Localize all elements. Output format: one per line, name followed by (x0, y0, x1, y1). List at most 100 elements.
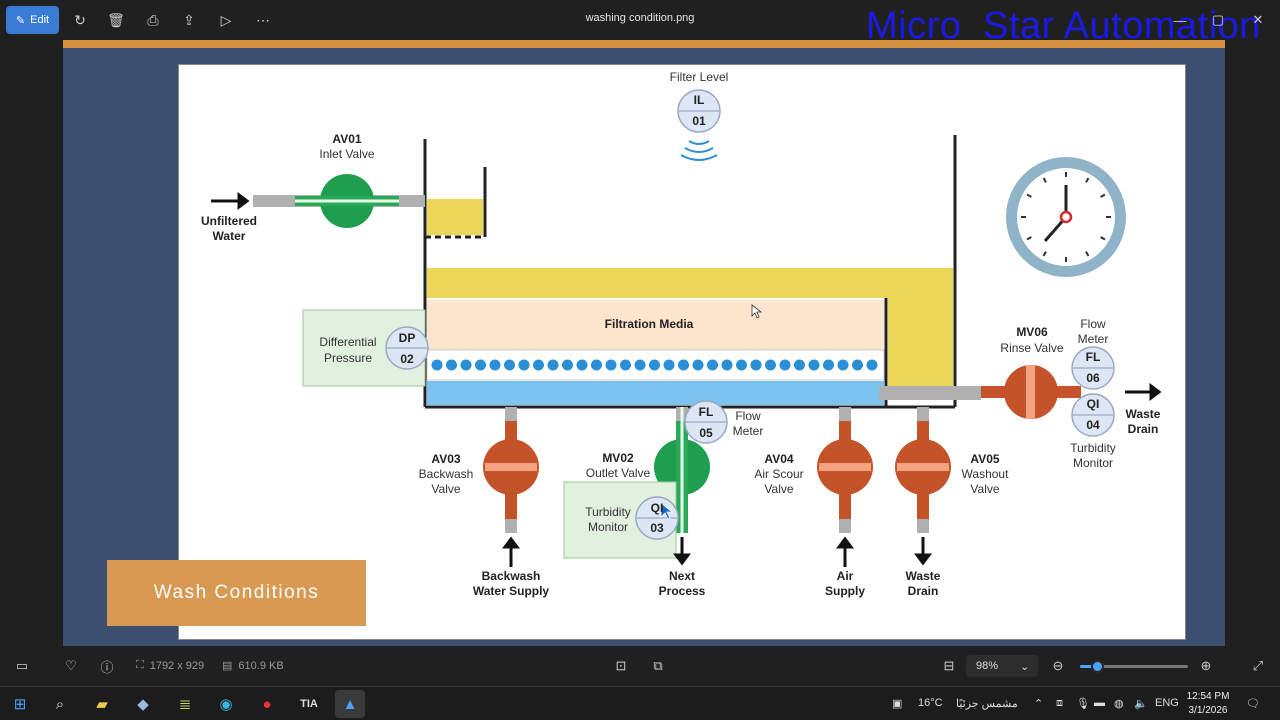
rotate-icon[interactable]: ↻ (74, 11, 86, 28)
fullscreen-icon[interactable]: ⤢ (1252, 658, 1264, 673)
actual-size-icon[interactable]: ⧉ (653, 658, 663, 673)
tray-overflow-icon[interactable]: ⌃ (1034, 698, 1044, 710)
qi04-caption-line2: Monitor (1072, 456, 1113, 470)
more-options-icon[interactable]: ⋯ (256, 11, 270, 28)
nozzle-dot (707, 359, 718, 371)
nozzle-dots (431, 359, 878, 371)
av05-name-line2: Valve (970, 482, 1000, 496)
crop-view-icon[interactable]: ⊟ (943, 658, 955, 673)
filesize-icon: ▤ (222, 660, 233, 672)
nozzle-dot (779, 359, 791, 371)
fl05-caption-line2: Meter (732, 424, 764, 438)
filtration-media-label: Filtration Media (604, 317, 694, 331)
edit-button[interactable]: ✎ Edit (6, 6, 59, 34)
process-diagram: IL 01 Filter Level DP 02 Differential Pr… (178, 64, 1186, 640)
nozzle-dot (634, 359, 646, 371)
network-icon[interactable]: ◍ (1114, 698, 1124, 710)
clock-time: 12:54 PM (1186, 691, 1230, 702)
microphone-icon[interactable]: 🎙 (1076, 698, 1090, 710)
av03-name-line1: Backwash (418, 467, 474, 481)
zoom-select[interactable]: 98% ⌄ (966, 655, 1038, 677)
av01-id: AV01 (332, 132, 362, 146)
nozzle-dot (736, 359, 747, 371)
system-clock[interactable]: 12:54 PM 3/1/2026 (1180, 690, 1236, 718)
stacked-app-icon[interactable]: ≣ (178, 696, 192, 713)
filmstrip-icon[interactable]: ▭ (15, 658, 29, 673)
mv06-name: Rinse Valve (1000, 341, 1064, 355)
waste-drain-arrow (1125, 383, 1162, 401)
mouse-cursor-icon (660, 502, 674, 520)
clock-tick (1026, 236, 1032, 241)
dimensions-value: 1792 x 929 (149, 659, 205, 672)
dp-caption-line1: Differential (319, 335, 377, 349)
nozzle-dot (576, 359, 588, 371)
av04-id: AV04 (764, 452, 794, 466)
nozzle-dot (562, 359, 573, 371)
clock-tick (1042, 177, 1047, 183)
nozzle-dot (663, 359, 675, 371)
favorite-icon[interactable]: ♡ (65, 658, 77, 673)
volume-icon[interactable]: 🔈 (1134, 698, 1148, 710)
next-process-arrow (673, 537, 691, 566)
underdrain-water (427, 381, 884, 405)
zoom-slider[interactable] (1080, 660, 1188, 673)
app-icon[interactable]: ◆ (137, 696, 149, 713)
minimize-icon[interactable]: — (1173, 12, 1187, 28)
recorder-icon[interactable]: ● (262, 695, 272, 713)
clock-tick (1100, 236, 1106, 241)
qi04-caption-line1: Turbidity (1070, 441, 1116, 455)
nozzle-dot (721, 359, 733, 371)
mv02-id: MV02 (602, 451, 634, 465)
slideshow-icon[interactable]: ▷ (220, 11, 232, 28)
nozzle-dot (605, 359, 617, 371)
weather-icon[interactable]: ▣ (892, 698, 903, 710)
clock-tick (1026, 193, 1032, 198)
zoom-in-icon[interactable]: ⊕ (1200, 658, 1212, 673)
notifications-icon[interactable]: 🗨 (1246, 698, 1260, 710)
battery-icon[interactable]: ▬ (1094, 697, 1105, 709)
waste-drain-bottom-line1: Waste (905, 569, 941, 583)
av03-name-line2: Valve (431, 482, 461, 496)
zoom-out-icon[interactable]: ⊖ (1052, 658, 1064, 673)
fit-view-icon[interactable]: ⊡ (615, 658, 627, 673)
print-icon[interactable]: ⎙ (147, 11, 159, 28)
clock-tick (1085, 251, 1090, 257)
edit-label: Edit (30, 14, 50, 26)
nozzle-dot (446, 359, 457, 371)
start-icon[interactable]: ⊞ (13, 696, 27, 713)
timer-clock-icon (1006, 157, 1126, 277)
nozzle-dot (765, 359, 776, 371)
av04-name-line1: Air Scour (754, 467, 804, 481)
av05-valve (895, 439, 951, 495)
close-icon[interactable]: ✕ (1252, 12, 1264, 27)
photos-app-icon[interactable]: ▲ (335, 690, 365, 718)
language-indicator[interactable]: ENG (1155, 697, 1179, 709)
tray-app-icon[interactable]: ⧈ (1056, 697, 1063, 709)
search-icon[interactable]: ⌕ (55, 695, 65, 713)
zoom-value: 98% (976, 660, 999, 672)
media-top-layer (427, 268, 953, 298)
delete-icon[interactable]: 🗑 (107, 11, 125, 28)
dimensions-info: ⛶ 1792 x 929 (136, 659, 204, 672)
zoom-slider-thumb[interactable] (1091, 660, 1105, 673)
maximize-icon[interactable]: ▢ (1211, 12, 1225, 27)
fl06-tag-top: FL (1085, 350, 1101, 364)
nozzle-dot (475, 359, 486, 371)
nozzle-dot (547, 359, 559, 371)
fl06-tag-bottom: 06 (1086, 371, 1100, 385)
nozzle-dot (489, 359, 501, 371)
file-explorer-icon[interactable]: ▰ (96, 696, 108, 713)
inlet-trough-water (427, 199, 483, 235)
next-process-line2: Process (658, 584, 706, 598)
rinse-pipe-grey (879, 386, 981, 400)
nozzle-dot (649, 359, 660, 371)
waste-drain-bottom-line2: Drain (907, 584, 939, 598)
share-icon[interactable]: ⇪ (183, 11, 195, 28)
chevron-down-icon: ⌄ (1020, 660, 1030, 673)
filter-level-caption: Filter Level (669, 70, 729, 84)
qi04-tag-bottom: 04 (1086, 418, 1100, 432)
info-icon[interactable]: ⓘ (100, 659, 114, 675)
edge-browser-icon[interactable]: ◉ (219, 696, 233, 713)
tia-portal-icon[interactable]: TIA (300, 698, 318, 710)
